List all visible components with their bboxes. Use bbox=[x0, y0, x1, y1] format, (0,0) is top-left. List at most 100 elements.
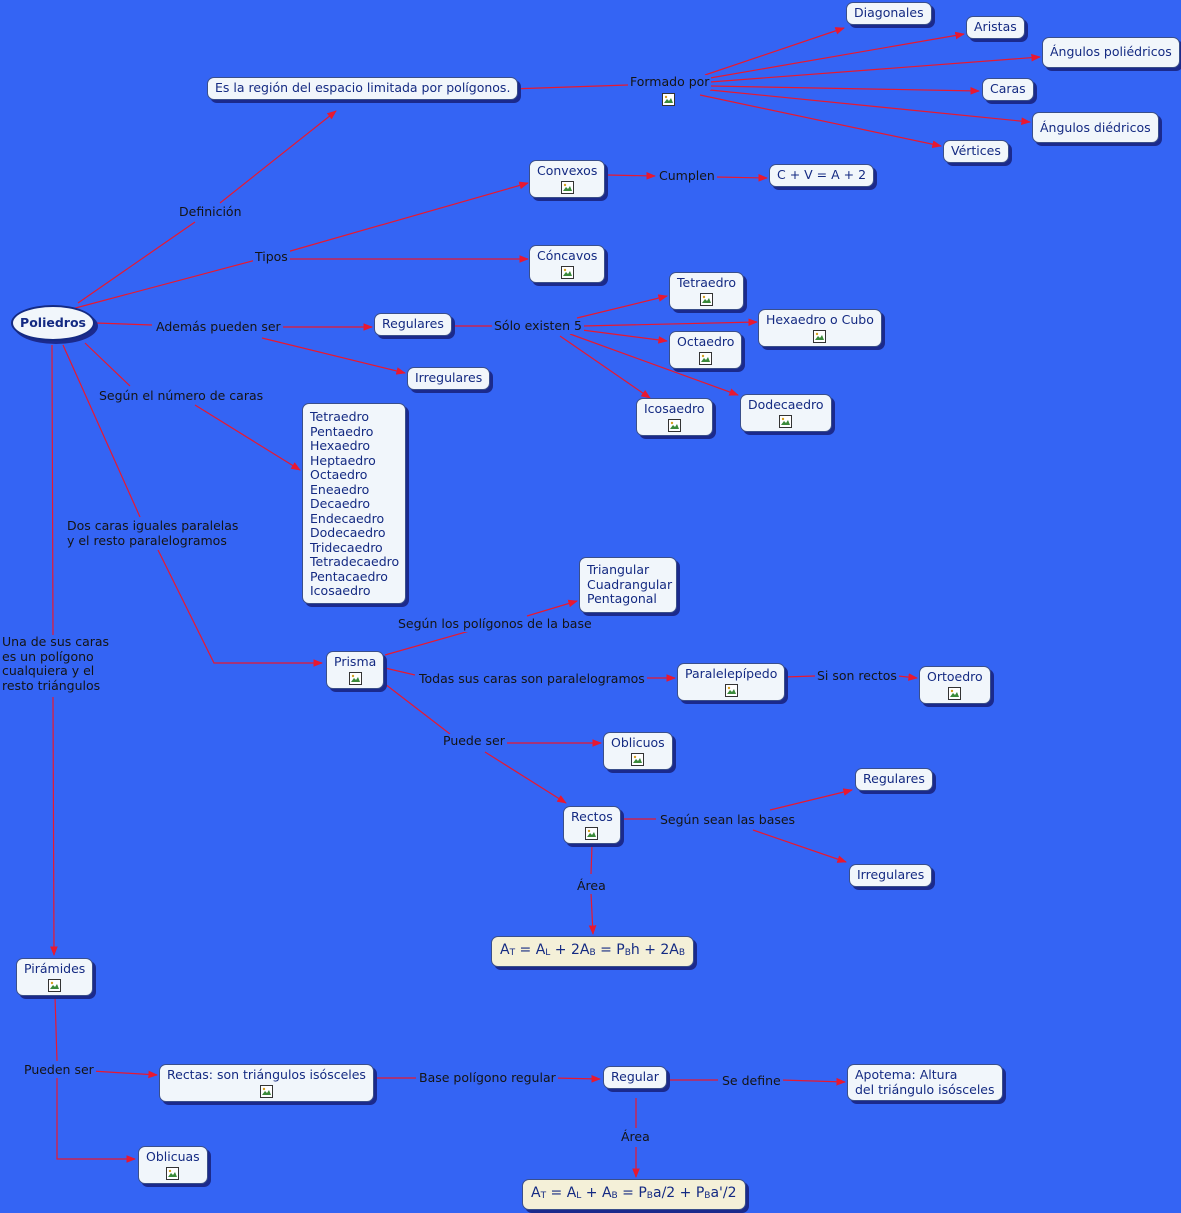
node-hexaedro[interactable]: Hexaedro o Cubo bbox=[758, 309, 882, 347]
formula-part: A bbox=[500, 942, 510, 958]
node-irregulares[interactable]: Irregulares bbox=[407, 367, 491, 390]
node-label: Oblicuas bbox=[146, 1149, 200, 1164]
root-label: Poliedros bbox=[20, 314, 86, 330]
link-label-area-prisma: Área bbox=[575, 878, 608, 894]
image-icon[interactable] bbox=[166, 1166, 180, 1180]
node-label: Ortoedro bbox=[927, 669, 983, 684]
node-vertices[interactable]: Vértices bbox=[943, 140, 1009, 163]
formula-part: = P bbox=[617, 1185, 647, 1201]
link-label-segun-caras: Según el número de caras bbox=[97, 388, 266, 404]
link-label-pueden-ser: Pueden ser bbox=[22, 1062, 96, 1078]
formula-sub: L bbox=[545, 948, 551, 958]
node-area-piramide[interactable]: AT = AL + AB = PBa/2 + PBa'/2 bbox=[522, 1179, 746, 1210]
link-label-definicion: Definición bbox=[177, 204, 244, 220]
node-label: Tetraedro bbox=[677, 275, 737, 290]
node-tetraedro[interactable]: Tetraedro bbox=[669, 272, 745, 310]
image-icon[interactable] bbox=[699, 351, 713, 365]
link-label-base-poligono: Base polígono regular bbox=[417, 1070, 558, 1086]
node-rectas[interactable]: Rectas: son triángulos isósceles bbox=[159, 1064, 374, 1102]
formula-part: a/2 + P bbox=[652, 1185, 705, 1201]
root-node-poliedros[interactable]: Poliedros bbox=[11, 305, 95, 341]
image-icon[interactable] bbox=[631, 752, 645, 766]
node-prisma[interactable]: Prisma bbox=[326, 651, 385, 689]
node-label: Regular bbox=[611, 1069, 659, 1084]
node-label: Caras bbox=[990, 81, 1026, 96]
formula-sub: B bbox=[704, 1191, 711, 1201]
node-label: Icosaedro bbox=[644, 401, 705, 416]
node-definicion[interactable]: Es la región del espacio limitada por po… bbox=[207, 77, 519, 100]
link-label-si-rectos: Si son rectos bbox=[815, 668, 899, 684]
link-label-cumplen: Cumplen bbox=[657, 168, 717, 184]
node-prisma-irregulares[interactable]: Irregulares bbox=[849, 864, 933, 887]
formula-part: a'/2 bbox=[710, 1185, 737, 1201]
node-caras[interactable]: Caras bbox=[982, 78, 1034, 101]
formula-sub: B bbox=[624, 948, 631, 958]
formula-part: A bbox=[531, 1185, 541, 1201]
node-dodecaedro[interactable]: Dodecaedro bbox=[740, 394, 832, 432]
node-regular[interactable]: Regular bbox=[603, 1066, 667, 1089]
formula-part: = A bbox=[546, 1185, 577, 1201]
node-label: Convexos bbox=[537, 163, 598, 178]
node-label: Diagonales bbox=[854, 5, 924, 20]
link-label-se-define: Se define bbox=[720, 1073, 783, 1089]
link-label-formado-por: Formado por bbox=[628, 74, 712, 90]
image-icon[interactable] bbox=[813, 329, 827, 343]
node-label: Pirámides bbox=[24, 961, 86, 976]
image-icon[interactable] bbox=[259, 1084, 273, 1098]
link-label-solo-existen: Sólo existen 5 bbox=[492, 318, 584, 334]
node-label: Triangular Cuadrangular Pentagonal bbox=[587, 562, 673, 606]
link-label-area-piramide: Área bbox=[619, 1129, 652, 1145]
node-tipos-base[interactable]: Triangular Cuadrangular Pentagonal bbox=[579, 557, 677, 613]
node-apotema[interactable]: Apotema: Altura del triángulo isósceles bbox=[847, 1064, 1003, 1101]
node-label: Octaedro bbox=[677, 334, 735, 349]
node-angulos-diedricos[interactable]: Ángulos diédricos bbox=[1032, 112, 1159, 143]
node-label: Irregulares bbox=[415, 370, 483, 385]
node-octaedro[interactable]: Octaedro bbox=[669, 331, 743, 369]
image-icon[interactable] bbox=[700, 292, 714, 306]
image-icon[interactable] bbox=[724, 683, 738, 697]
node-prisma-regulares[interactable]: Regulares bbox=[855, 768, 933, 791]
node-oblicuos[interactable]: Oblicuos bbox=[603, 732, 673, 770]
image-icon[interactable] bbox=[585, 826, 599, 840]
node-convexos[interactable]: Convexos bbox=[529, 160, 606, 198]
formula-sub: B bbox=[611, 1191, 618, 1201]
link-label-puede-ser: Puede ser bbox=[441, 733, 507, 749]
image-icon[interactable] bbox=[662, 93, 675, 106]
node-label: Apotema: Altura del triángulo isósceles bbox=[855, 1067, 995, 1097]
node-label: Regulares bbox=[382, 316, 444, 331]
node-oblicuas[interactable]: Oblicuas bbox=[138, 1146, 208, 1184]
node-ortoedro[interactable]: Ortoedro bbox=[919, 666, 991, 704]
node-aristas[interactable]: Aristas bbox=[966, 16, 1025, 39]
node-icosaedro[interactable]: Icosaedro bbox=[636, 398, 713, 436]
node-concavos[interactable]: Cóncavos bbox=[529, 245, 606, 283]
node-label: Es la región del espacio limitada por po… bbox=[215, 80, 511, 95]
image-icon[interactable] bbox=[48, 978, 62, 992]
formula-part: = P bbox=[595, 942, 625, 958]
image-icon[interactable] bbox=[560, 265, 574, 279]
image-icon[interactable] bbox=[560, 180, 574, 194]
node-label: Dodecaedro bbox=[748, 397, 824, 412]
node-euler[interactable]: C + V = A + 2 bbox=[769, 164, 875, 187]
link-label-dos-caras: Dos caras iguales paralelas y el resto p… bbox=[65, 518, 241, 548]
image-icon[interactable] bbox=[948, 686, 962, 700]
formula-sub: B bbox=[646, 1191, 653, 1201]
image-icon[interactable] bbox=[667, 418, 681, 432]
node-piramides[interactable]: Pirámides bbox=[16, 958, 94, 996]
node-area-prisma[interactable]: AT = AL + 2AB = PBh + 2AB bbox=[491, 936, 695, 967]
image-icon[interactable] bbox=[348, 671, 362, 685]
formula-sub: B bbox=[678, 948, 686, 958]
image-icon[interactable] bbox=[779, 414, 793, 428]
node-diagonales[interactable]: Diagonales bbox=[846, 2, 932, 25]
formula-part: = A bbox=[515, 942, 546, 958]
node-paralelepipedo[interactable]: Paralelepípedo bbox=[677, 663, 786, 701]
link-label-segun-bases: Según sean las bases bbox=[658, 812, 798, 828]
formula-part: h + 2A bbox=[630, 942, 679, 958]
node-label: Paralelepípedo bbox=[685, 666, 778, 681]
link-label-una-cara: Una de sus caras es un polígono cualquie… bbox=[0, 634, 112, 693]
node-lista-caras[interactable]: Tetraedro Pentaedro Hexaedro Heptaedro O… bbox=[302, 403, 406, 604]
formula-part: + 2A bbox=[550, 942, 590, 958]
node-rectos[interactable]: Rectos bbox=[563, 806, 621, 844]
formula-sub: T bbox=[540, 1191, 547, 1201]
node-regulares[interactable]: Regulares bbox=[374, 313, 452, 336]
node-angulos-poliedricos[interactable]: Ángulos poliédricos bbox=[1042, 37, 1180, 68]
